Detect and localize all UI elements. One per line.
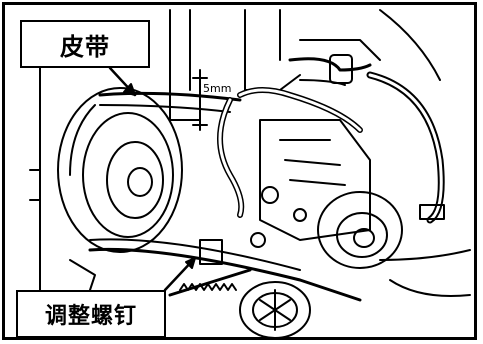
adjusting-screw-callout: 调整螺钉	[16, 290, 166, 338]
adjusting-screw-label: 调整螺钉	[44, 304, 137, 329]
figure-frame	[2, 2, 477, 340]
measure-label: 5mm	[203, 82, 231, 95]
belt-callout: 皮带	[20, 20, 150, 68]
belt-label: 皮带	[60, 32, 110, 61]
